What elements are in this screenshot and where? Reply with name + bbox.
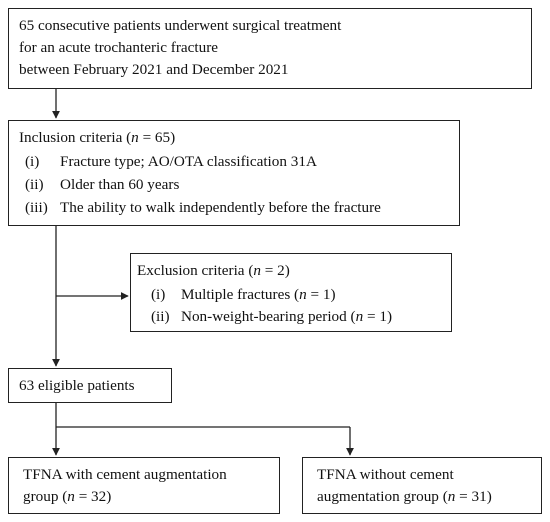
inclusion-criteria-box: Inclusion criteria (n = 65) (i) Fracture… xyxy=(8,120,460,226)
exclusion-item-1-text: Multiple fractures (n = 1) xyxy=(181,286,336,303)
group-no-cement-line-1: TFNA without cement xyxy=(317,466,454,483)
group-no-cement-line-2: augmentation group (n = 31) xyxy=(317,488,492,505)
eligible-patients-box: 63 eligible patients xyxy=(8,368,172,403)
group-cement-line-2: group (n = 32) xyxy=(23,488,112,505)
inclusion-item-2-num: (ii) xyxy=(25,176,44,193)
enrollment-line-3: between February 2021 and December 2021 xyxy=(19,61,289,78)
exclusion-item-2-num: (ii) xyxy=(151,308,170,325)
enrollment-box: 65 consecutive patients underwent surgic… xyxy=(8,8,532,89)
group-cement-line-1: TFNA with cement augmentation xyxy=(23,466,227,483)
inclusion-item-1-num: (i) xyxy=(25,153,40,170)
inclusion-item-3-text: The ability to walk independently before… xyxy=(60,199,381,216)
enrollment-line-1: 65 consecutive patients underwent surgic… xyxy=(19,17,342,34)
eligible-text: 63 eligible patients xyxy=(19,377,135,394)
inclusion-title: Inclusion criteria (n = 65) xyxy=(19,129,176,146)
enrollment-line-2: for an acute trochanteric fracture xyxy=(19,39,218,56)
exclusion-item-1-num: (i) xyxy=(151,286,166,303)
exclusion-criteria-box: Exclusion criteria (n = 2) (i) Multiple … xyxy=(130,253,452,332)
inclusion-item-2-text: Older than 60 years xyxy=(60,176,180,193)
inclusion-item-3-num: (iii) xyxy=(25,199,48,216)
inclusion-item-1-text: Fracture type; AO/OTA classification 31A xyxy=(60,153,317,170)
exclusion-title: Exclusion criteria (n = 2) xyxy=(137,262,290,279)
exclusion-item-2-text: Non-weight-bearing period (n = 1) xyxy=(181,308,393,325)
group-cement-box: TFNA with cement augmentation group (n =… xyxy=(8,457,280,514)
group-no-cement-box: TFNA without cement augmentation group (… xyxy=(302,457,542,514)
